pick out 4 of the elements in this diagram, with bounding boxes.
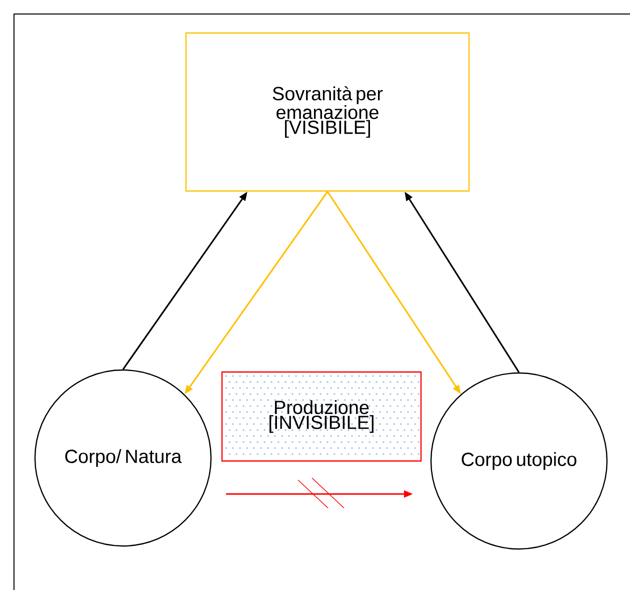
dotted-box: Produzione [INVISIBILE] <box>221 371 422 462</box>
process-box: Sovranità per emanazione [VISIBILE] <box>185 32 470 192</box>
circle-node: Corpo/ Natura <box>34 369 212 547</box>
circle-node: Corpo utopico <box>430 372 608 550</box>
